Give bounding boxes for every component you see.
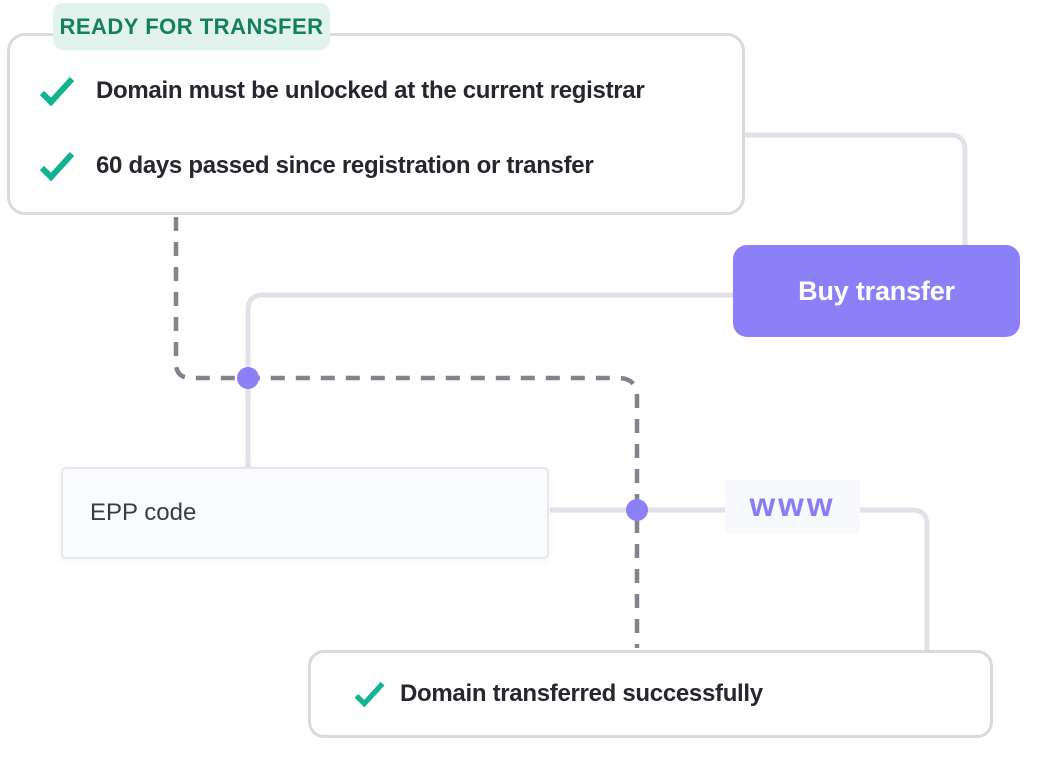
- junction-dot-left: [237, 367, 259, 389]
- ready-for-transfer-badge: READY FOR TRANSFER: [53, 3, 330, 50]
- buy-transfer-button[interactable]: Buy transfer: [733, 245, 1020, 337]
- requirement-60days-text: 60 days passed since registration or tra…: [96, 152, 594, 179]
- connector-dashed-path: [173, 217, 640, 648]
- checkmark-icon: [39, 151, 75, 181]
- connector-buybutton-to-epp: [245, 292, 734, 468]
- connector-readybox-to-buybutton: [744, 132, 968, 246]
- transfer-requirements-box: Domain must be unlocked at the current r…: [7, 33, 745, 215]
- requirement-unlocked-text: Domain must be unlocked at the current r…: [96, 77, 645, 104]
- list-item: Domain must be unlocked at the current r…: [38, 71, 645, 111]
- connector-epp-to-successbox: [550, 507, 930, 651]
- ready-for-transfer-badge-label: READY FOR TRANSFER: [59, 13, 324, 39]
- list-item: 60 days passed since registration or tra…: [38, 146, 594, 186]
- checkmark-icon: [354, 681, 385, 707]
- checkmark-icon: [39, 76, 75, 106]
- www-domain-label: www: [725, 480, 860, 533]
- transfer-success-text: Domain transferred successfully: [400, 680, 763, 707]
- transfer-success-box: Domain transferred successfully: [308, 650, 993, 738]
- epp-code-input[interactable]: [61, 467, 549, 559]
- junction-dot-right: [626, 499, 648, 521]
- www-domain-text: www: [749, 486, 836, 523]
